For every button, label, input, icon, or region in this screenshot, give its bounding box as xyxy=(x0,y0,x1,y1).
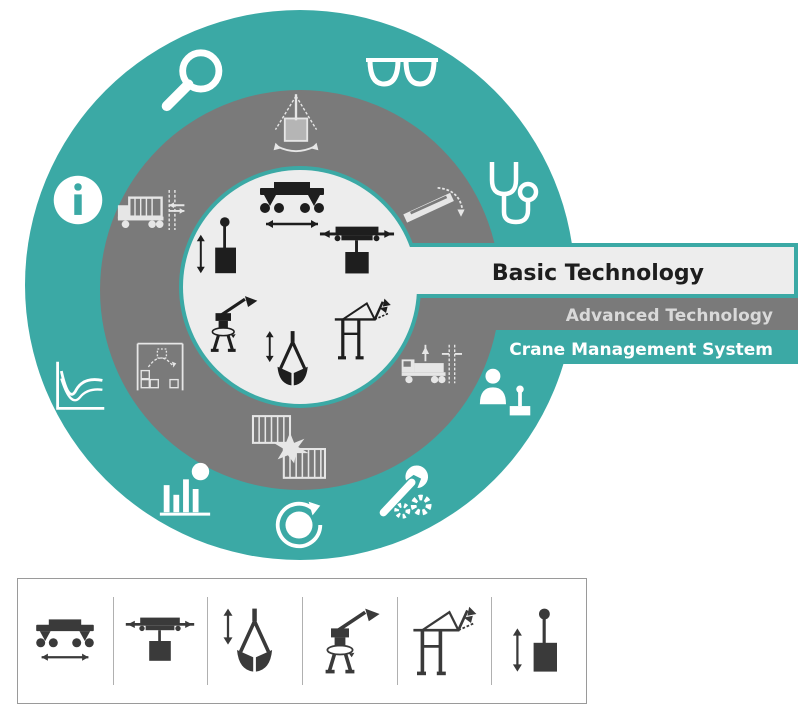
boom-hoist-icon xyxy=(408,596,480,686)
legend-cell-slewing xyxy=(302,579,397,703)
info-icon xyxy=(53,175,103,225)
legend-box xyxy=(17,578,587,704)
crane-management-system-label: Crane Management System xyxy=(509,340,773,360)
legend-cell-gantry xyxy=(18,579,113,703)
legend-cell-trolley xyxy=(112,579,208,703)
grab-hoist-icon xyxy=(219,596,291,686)
advanced-technology-label: Advanced Technology xyxy=(566,306,773,326)
basic-band xyxy=(300,247,794,294)
slewing-crane-icon xyxy=(313,596,385,686)
hoist-motion-icon xyxy=(503,596,575,686)
trolley-drive-icon xyxy=(124,596,196,686)
legend-cell-grab xyxy=(207,579,302,703)
legend-cell-hoist xyxy=(491,579,586,703)
basic-technology-label: Basic Technology xyxy=(492,261,704,286)
gantry-drive-icon xyxy=(29,596,101,686)
legend-cell-boom xyxy=(396,579,492,703)
